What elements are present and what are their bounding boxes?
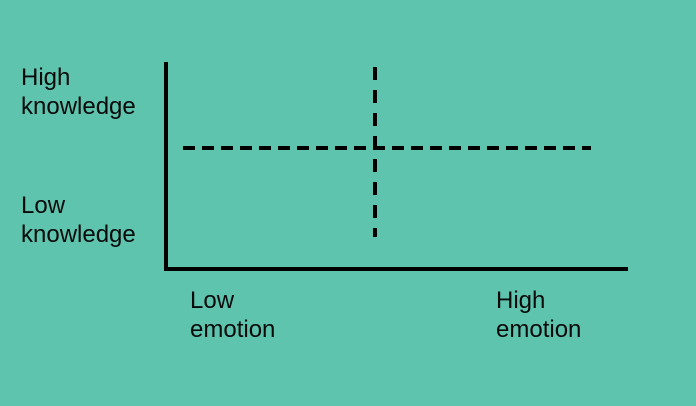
y-axis-label-low-knowledge: Low knowledge xyxy=(21,192,136,248)
x-axis-label-high-emotion: High emotion xyxy=(496,287,582,343)
horizontal-dashed-divider xyxy=(183,146,591,150)
y-axis-line xyxy=(164,62,168,271)
x-axis-line xyxy=(164,267,628,271)
y-axis-label-high-knowledge: High knowledge xyxy=(21,64,136,120)
vertical-dashed-divider xyxy=(373,67,377,237)
x-axis-label-low-emotion: Low emotion xyxy=(190,287,276,343)
